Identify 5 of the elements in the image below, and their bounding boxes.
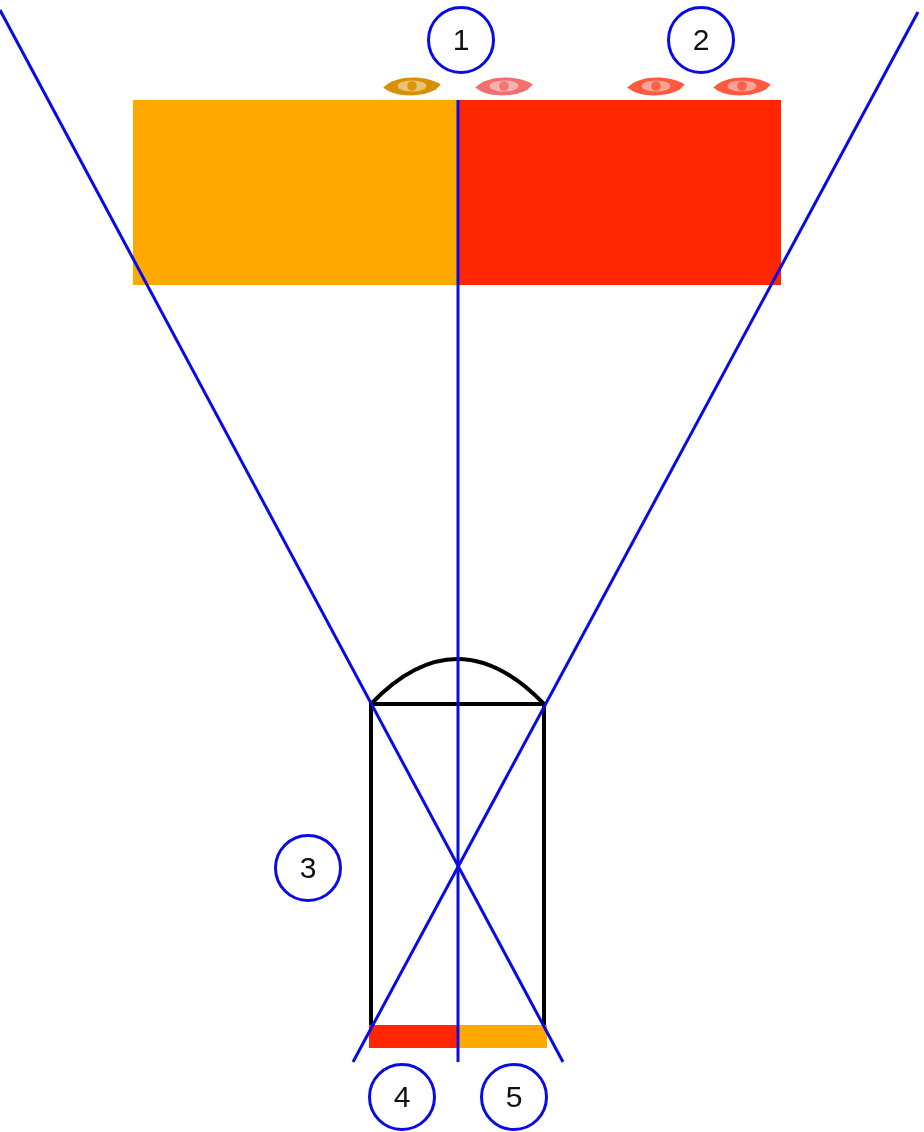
callout-number: 5 xyxy=(480,1063,548,1131)
callout-number: 3 xyxy=(274,834,342,902)
callout-number: 1 xyxy=(427,6,495,74)
callout-number: 2 xyxy=(667,6,735,74)
callout-number: 4 xyxy=(368,1063,436,1131)
